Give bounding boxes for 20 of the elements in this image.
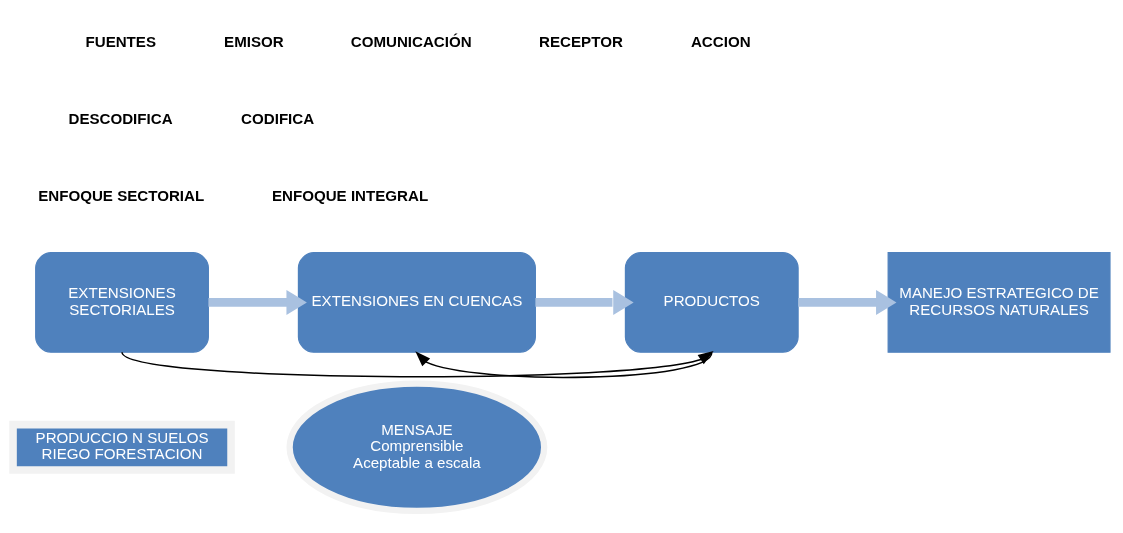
node-box: PRODUCTOS: [624, 252, 799, 353]
node-box: PRODUCCIO N SUELOS RIEGO FORESTACION: [9, 420, 235, 474]
node-ellipse: MENSAJE Comprensible Aceptable a escala: [286, 380, 548, 515]
label: RECEPTOR: [539, 33, 623, 51]
arrow: [798, 289, 897, 315]
label: ENFOQUE SECTORIAL: [38, 187, 205, 205]
label: ENFOQUE INTEGRAL: [271, 187, 429, 205]
node-box: EXTENSIONES EN CUENCAS: [297, 252, 536, 353]
label: CODIFICA: [241, 110, 315, 128]
label: EMISOR: [224, 33, 284, 51]
arrow: [208, 289, 307, 315]
arrow: [415, 351, 713, 379]
arrow: [535, 289, 634, 315]
label: ACCION: [690, 33, 751, 51]
node-box: EXTENSIONES SECTORIALES: [35, 252, 209, 353]
node-box: MANEJO ESTRATEGICO DE RECURSOS NATURALES: [887, 252, 1111, 353]
arrow: [121, 350, 714, 378]
label: COMUNICACIÓN: [350, 33, 472, 51]
label: FUENTES: [85, 33, 157, 51]
label: DESCODIFICA: [68, 110, 173, 128]
